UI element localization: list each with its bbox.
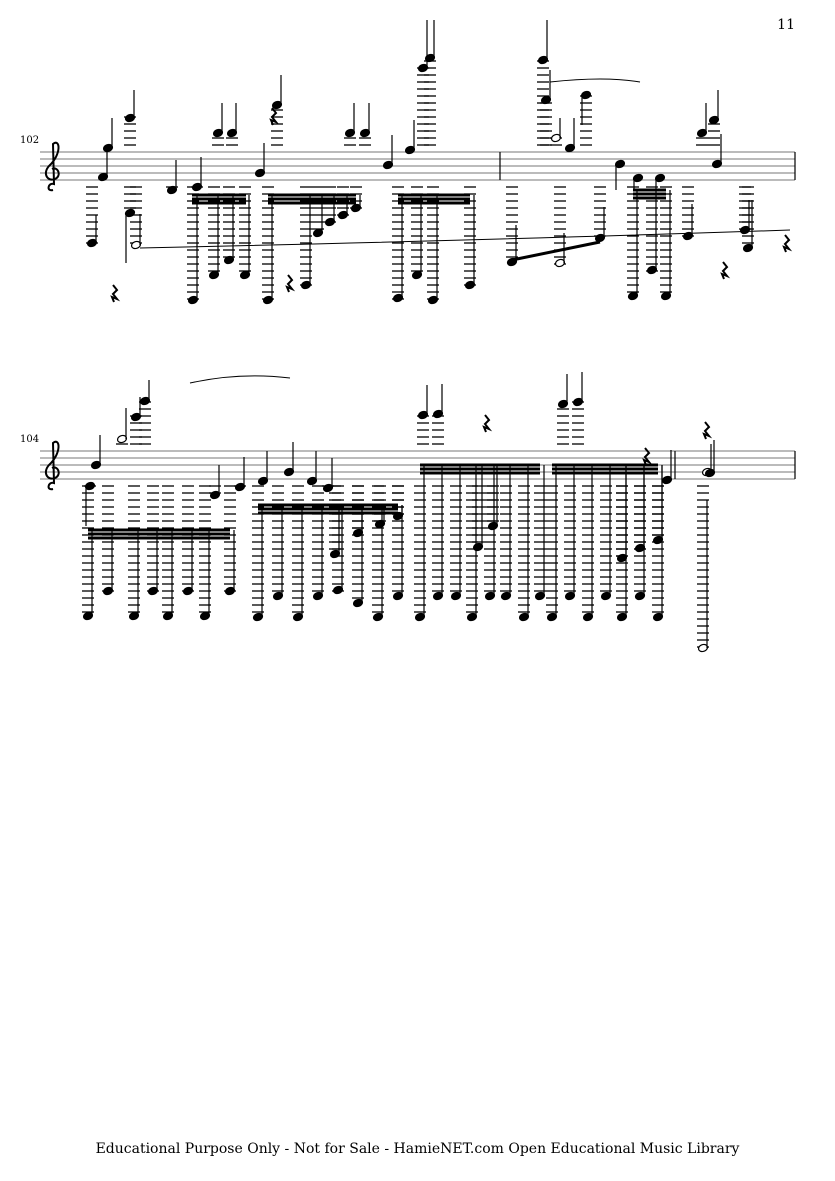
rest-icon xyxy=(782,234,793,253)
measure-number-104: 104 xyxy=(20,434,40,445)
rest-icon xyxy=(285,274,296,293)
rest-icon xyxy=(110,284,121,303)
rest-icon xyxy=(702,421,713,440)
rest-icon xyxy=(269,107,280,126)
footer-text: Educational Purpose Only - Not for Sale … xyxy=(95,1141,740,1157)
tie xyxy=(549,78,641,83)
slur xyxy=(189,375,291,384)
beam xyxy=(511,240,601,262)
page-number: 11 xyxy=(777,17,795,33)
measure-number-102: 102 xyxy=(20,135,40,146)
rest-icon xyxy=(720,261,731,280)
rest-icon xyxy=(482,414,493,433)
treble-clef-icon xyxy=(44,141,60,192)
treble-clef-icon xyxy=(44,440,60,491)
rest-icon xyxy=(642,447,653,466)
slur xyxy=(139,229,791,249)
